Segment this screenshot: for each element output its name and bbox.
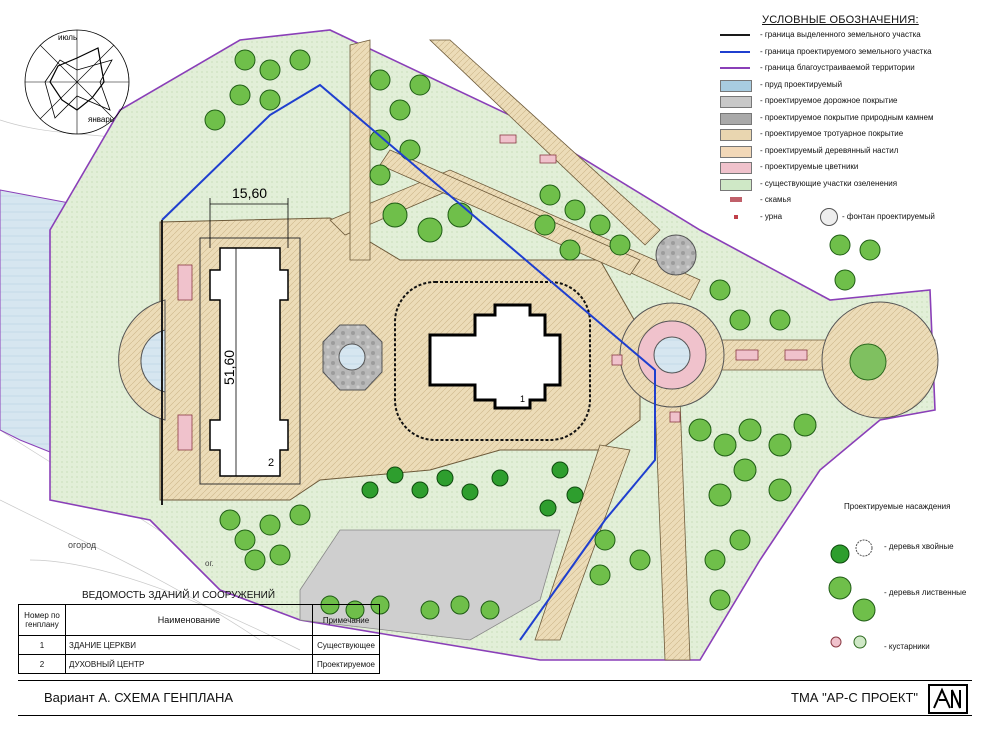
garden-label: огород: [68, 540, 97, 550]
logo-mark: [933, 687, 961, 709]
plantings-legend: Проектируемые насаждения - деревья хвойн…: [820, 500, 985, 660]
schedule-header-row: Номер по генплану Наименование Примечани…: [18, 604, 380, 636]
wind-rose-july: июль: [58, 33, 77, 42]
legend-item-label: - проектируемое покрытие природным камне…: [760, 112, 934, 122]
firm-name: ТМА "АР-С ПРОЕКТ": [791, 690, 918, 705]
deciduous-icon: [828, 576, 852, 600]
legend-swatch-icon: [720, 162, 752, 174]
shrubs-label: - кустарники: [884, 642, 930, 651]
garden-short-label: ог.: [205, 559, 214, 568]
legend-item-label: - граница благоустраиваемой территории: [760, 63, 915, 72]
conifer-icon: [830, 544, 850, 564]
firm-logo-icon: [928, 684, 968, 714]
legend-item-label: - урна: [760, 211, 783, 221]
legend-swatch-icon: [720, 112, 752, 125]
church-building: [428, 303, 562, 410]
fountain-icon: [820, 208, 838, 226]
legend-title: УСЛОВНЫЕ ОБОЗНАЧЕНИЯ:: [762, 14, 919, 26]
title-block: Вариант А. СХЕМА ГЕНПЛАНА ТМА "АР-С ПРОЕ…: [18, 680, 972, 716]
legend-swatch-icon: [720, 178, 752, 191]
dimension-width-label: 15,60: [232, 185, 267, 201]
west-fountain-pool: [140, 329, 166, 393]
legend-item-label: - скамья: [760, 195, 792, 204]
shrub-icon: [830, 636, 842, 648]
legend-item: - проектируемое покрытие природным камне…: [718, 111, 980, 125]
row-name: ДУХОВНЫЙ ЦЕНТР: [65, 654, 313, 674]
trees: [204, 49, 881, 620]
planting-symbols: [828, 539, 876, 649]
legend-item: - граница выделенного земельного участка: [718, 28, 980, 42]
legend-fountain-label: - фонтан проектируемый: [842, 212, 935, 221]
row-note: Существующее: [312, 635, 380, 655]
header-number: Номер по генплану: [18, 604, 66, 636]
legend-swatch-icon: [720, 67, 750, 69]
legend-swatch-icon: [720, 34, 750, 36]
plantings-title: Проектируемые насаждения: [844, 502, 951, 511]
legend-swatch-icon: [720, 79, 752, 92]
legend-item-label: - проектируемое тротуарное покрытие: [760, 129, 904, 138]
spiritual-center-building: [209, 247, 289, 477]
legend-item-label: - существующие участки озеленения: [760, 178, 898, 188]
wind-rose-january: январь: [88, 115, 114, 124]
legend-item-label: - граница выделенного земельного участка: [760, 30, 921, 39]
legend-item: - пруд проектируемый: [718, 78, 980, 92]
legend-item: - скамья: [718, 193, 980, 207]
legend-item: - проектируемое дорожное покрытие: [718, 94, 980, 108]
church-number: 1: [520, 394, 525, 404]
row-name: ЗДАНИЕ ЦЕРКВИ: [65, 635, 313, 655]
conifer-icon: [855, 539, 873, 557]
legend-swatch-icon: [734, 214, 738, 219]
legend-swatch-icon: [720, 145, 752, 158]
spiritual-center-frame: [199, 237, 301, 485]
legend-item-label: - граница проектируемого земельного учас…: [760, 46, 932, 56]
project-boundary: [161, 83, 656, 641]
dimension-length-label: 51,60: [221, 350, 237, 385]
legend-item: - проектируемые цветники: [718, 160, 980, 174]
east-ring-fountain: [653, 336, 691, 374]
schedule-title: ВЕДОМОСТЬ ЗДАНИЙ И СООРУЖЕНИЙ: [82, 590, 276, 601]
legend-fountain: - фонтан проектируемый: [818, 208, 978, 226]
far-east-planting: [849, 343, 887, 381]
legend-item-label: - проектируемый деревянный настил: [760, 145, 899, 155]
legend-item: - граница проектируемого земельного учас…: [718, 45, 980, 59]
deciduous-icon: [852, 598, 876, 622]
row-note: Проектируемое: [312, 654, 380, 674]
legend-swatch-icon: [730, 197, 742, 202]
legend-swatch-icon: [720, 50, 750, 53]
legend-item-label: - проектируемое дорожное покрытие: [760, 96, 898, 105]
north-fountain: [655, 234, 697, 276]
header-name: Наименование: [65, 604, 313, 636]
legend-item: - граница благоустраиваемой территории: [718, 61, 980, 75]
legend-item-label: - проектируемые цветники: [760, 162, 859, 171]
table-row: 1 ЗДАНИЕ ЦЕРКВИ Существующее: [18, 635, 380, 655]
header-note: Примечание: [312, 604, 380, 636]
spiritual-center-number: 2: [268, 457, 274, 469]
legend-swatch-icon: [720, 96, 752, 108]
deciduous-label: - деревья лиственные: [884, 588, 967, 597]
legend-item: - проектируемый деревянный настил: [718, 144, 980, 158]
octagon-fountain-pool: [338, 343, 366, 371]
benches: [177, 134, 808, 451]
row-number: 2: [18, 654, 66, 674]
dimension-width: [209, 198, 289, 248]
legend-item: - урна: [718, 210, 980, 224]
table-row: 2 ДУХОВНЫЙ ЦЕНТР Проектируемое: [18, 654, 380, 674]
legend-item-label: - пруд проектируемый: [760, 79, 843, 89]
legend-swatch-icon: [720, 129, 752, 141]
shrub-icon: [853, 635, 867, 649]
conifers-label: - деревья хвойные: [884, 542, 954, 551]
conifers: [361, 461, 584, 517]
row-number: 1: [18, 635, 66, 655]
wind-rose: [24, 29, 130, 135]
schedule-table: Номер по генплану Наименование Примечани…: [18, 604, 380, 674]
drawing-title: Вариант А. СХЕМА ГЕНПЛАНА: [44, 690, 234, 705]
legend-item: - проектируемое тротуарное покрытие: [718, 127, 980, 141]
legend-item: - существующие участки озеленения: [718, 177, 980, 191]
